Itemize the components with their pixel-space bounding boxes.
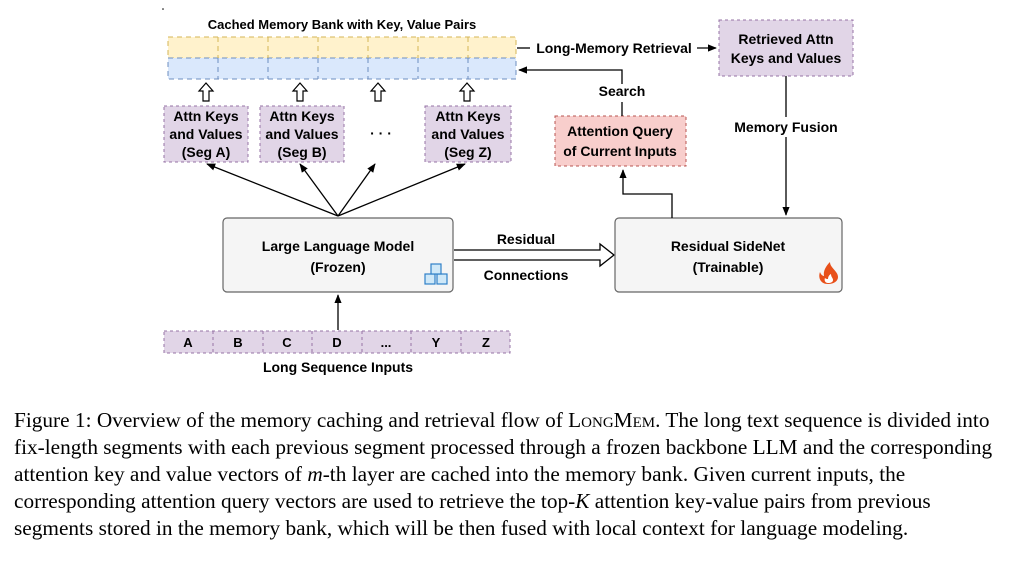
figure-caption: Figure 1: Overview of the memory caching… xyxy=(14,407,1008,542)
connections-label: Connections xyxy=(484,267,569,283)
input-token: ... xyxy=(381,335,392,350)
llm-to-segment-arrows xyxy=(206,163,466,217)
input-token: B xyxy=(233,335,242,350)
residual-arrow xyxy=(454,242,616,268)
caption-math-k: K xyxy=(575,489,590,513)
caption-text-1: Overview of the memory caching and retri… xyxy=(96,408,563,432)
svg-text:Large Language Model: Large Language Model xyxy=(262,238,414,254)
memory-bank-title: Cached Memory Bank with Key, Value Pairs xyxy=(208,17,477,32)
svg-text:(Trainable): (Trainable) xyxy=(693,259,764,275)
memory-bank xyxy=(167,36,517,80)
retrieval-label: Long-Memory Retrieval xyxy=(536,40,692,56)
input-token: A xyxy=(183,335,193,350)
svg-text:(Seg B): (Seg B) xyxy=(278,144,327,160)
svg-text:of Current Inputs: of Current Inputs xyxy=(563,143,677,159)
svg-text:(Seg A): (Seg A) xyxy=(182,144,230,160)
sidenet-box: Residual SideNet (Trainable) xyxy=(614,217,843,293)
caption-text-4: attention key-value pairs from previous … xyxy=(14,489,931,540)
svg-text:Retrieved Attn: Retrieved Attn xyxy=(738,31,833,47)
inputs-label: Long Sequence Inputs xyxy=(263,359,413,375)
svg-text:Attn Keys: Attn Keys xyxy=(173,108,239,124)
input-token: Z xyxy=(482,335,490,350)
caption-text-2: . The long text sequence is divided into… xyxy=(14,408,993,486)
input-token: D xyxy=(332,335,341,350)
search-arrow xyxy=(518,66,623,116)
hollow-arrow-z xyxy=(458,82,476,102)
sidenet-to-query-arrow xyxy=(619,169,673,218)
caption-label: Figure 1: xyxy=(14,408,92,432)
segment-ellipsis: · · · xyxy=(370,125,392,141)
svg-text:and Values: and Values xyxy=(431,126,504,142)
fire-icon xyxy=(819,262,838,284)
segment-box-b: Attn Keys and Values (Seg B) xyxy=(259,105,345,163)
retrieved-box: Retrieved Attn Keys and Values xyxy=(718,19,854,77)
search-label: Search xyxy=(599,83,646,99)
svg-text:Attention Query: Attention Query xyxy=(567,123,673,139)
hollow-arrow-a xyxy=(197,82,215,102)
caption-math-m: m xyxy=(307,462,323,486)
memory-key-row xyxy=(167,36,517,59)
svg-text:Keys and Values: Keys and Values xyxy=(731,50,842,66)
llm-box: Large Language Model (Frozen) xyxy=(222,217,454,293)
svg-text:Residual SideNet: Residual SideNet xyxy=(671,238,786,254)
hollow-arrow-b xyxy=(291,82,309,102)
longmem-diagram: Cached Memory Bank with Key, Value Pairs… xyxy=(162,8,854,375)
memory-value-row xyxy=(167,57,517,80)
cube-icon xyxy=(424,263,448,285)
svg-text:Attn Keys: Attn Keys xyxy=(435,108,501,124)
input-token: C xyxy=(282,335,292,350)
caption-model-name: LongMem xyxy=(568,408,656,432)
stray-dot xyxy=(162,8,164,10)
attention-query-box: Attention Query of Current Inputs xyxy=(554,115,687,167)
input-token: Y xyxy=(432,335,441,350)
input-sequence: A B C D ... Y Z xyxy=(163,330,511,354)
svg-text:(Frozen): (Frozen) xyxy=(310,259,365,275)
segment-box-z: Attn Keys and Values (Seg Z) xyxy=(424,105,512,163)
segment-box-a: Attn Keys and Values (Seg A) xyxy=(163,105,249,163)
caption-text-3: -th layer are cached into the memory ban… xyxy=(14,462,906,513)
memory-fusion-label: Memory Fusion xyxy=(734,119,837,135)
residual-label: Residual xyxy=(497,231,555,247)
svg-text:and Values: and Values xyxy=(169,126,242,142)
hollow-arrow-mid xyxy=(369,82,387,102)
svg-text:and Values: and Values xyxy=(265,126,338,142)
svg-text:(Seg Z): (Seg Z) xyxy=(444,144,491,160)
svg-text:Attn Keys: Attn Keys xyxy=(269,108,335,124)
